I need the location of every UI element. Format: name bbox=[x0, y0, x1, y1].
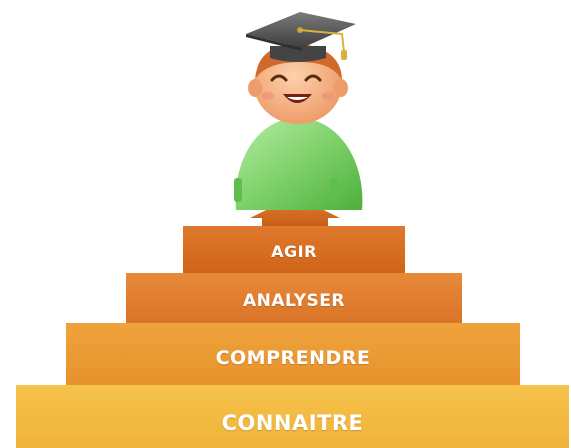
character-eye-right bbox=[304, 74, 322, 82]
character-teeth bbox=[287, 97, 308, 100]
step-comprendre: COMPRENDRE bbox=[66, 323, 520, 385]
step-connaitre: CONNAITRE bbox=[16, 385, 569, 448]
character-eye-left bbox=[270, 74, 288, 82]
character-cheek-right bbox=[322, 92, 334, 100]
step-label-connaitre: CONNAITRE bbox=[221, 410, 364, 435]
step-label-analyser: ANALYSER bbox=[243, 291, 345, 311]
character-ear-right bbox=[334, 79, 348, 97]
character-ear-left bbox=[248, 79, 262, 97]
character-cheek-left bbox=[262, 92, 274, 100]
graduate-student-icon bbox=[234, 12, 363, 210]
character-arm-left bbox=[234, 178, 242, 202]
step-analyser: ANALYSER bbox=[126, 273, 462, 323]
character-body bbox=[235, 118, 363, 210]
step-label-agir: AGIR bbox=[271, 242, 317, 261]
character-arm-right bbox=[330, 178, 338, 202]
up-arrow-icon bbox=[250, 196, 340, 226]
step-agir: AGIR bbox=[183, 226, 405, 273]
step-label-comprendre: COMPRENDRE bbox=[215, 347, 371, 369]
graduation-cap-icon bbox=[246, 12, 356, 62]
